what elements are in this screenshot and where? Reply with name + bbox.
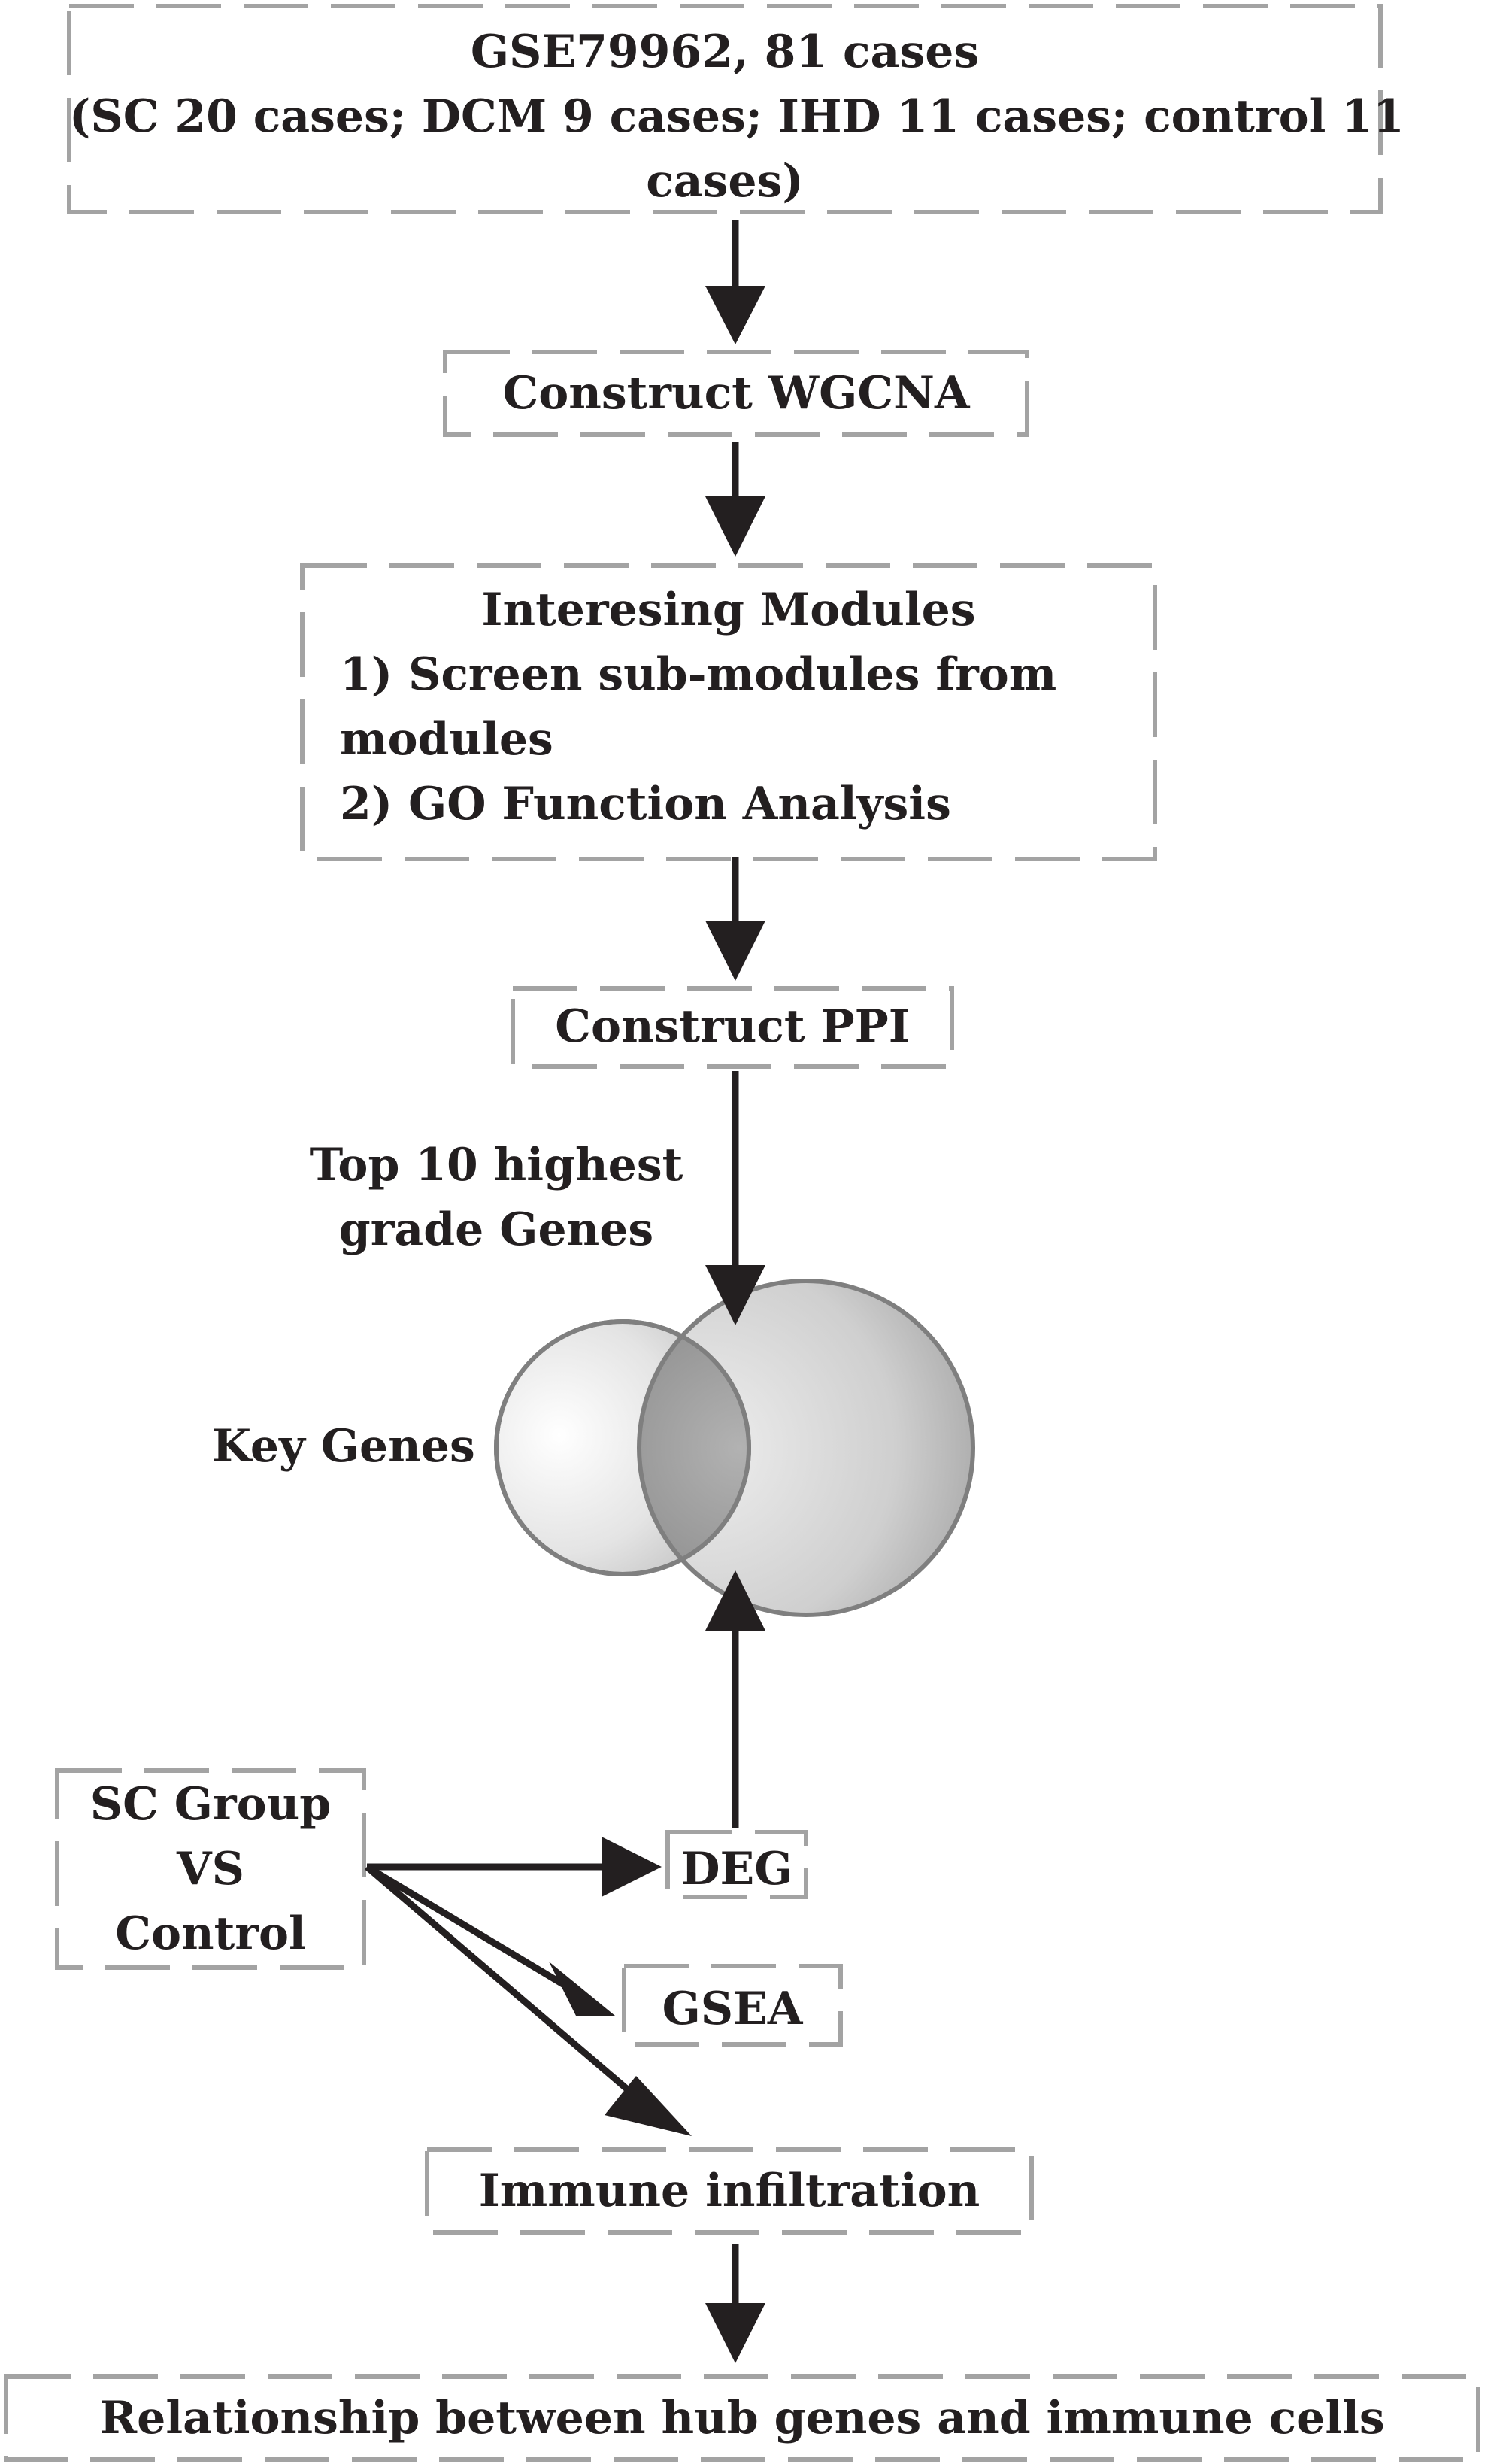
deg-box — [665, 1830, 808, 1899]
top10-label-line2: grade Genes — [338, 1203, 654, 1256]
relationship-label: Relationship between hub genes and immun… — [99, 2392, 1385, 2444]
modules-item-1: 1) Screen sub-modules from — [340, 648, 1057, 701]
wgcna-box — [443, 350, 1029, 437]
gsea-box — [622, 1964, 843, 2047]
key-genes-venn — [494, 1279, 975, 1617]
key-genes-label: Key Genes — [212, 1420, 475, 1473]
arrow-immune-to-relationship — [705, 2244, 765, 2363]
top10-label-line1: Top 10 highest — [309, 1139, 683, 1191]
arrow-comparison-to-immune — [365, 1864, 692, 2136]
arrow-modules-to-ppi — [705, 857, 765, 981]
modules-title: Interesing Modules — [481, 584, 976, 636]
dataset-title: GSE79962, 81 cases — [470, 26, 980, 78]
comparison-line3: Control — [115, 1907, 306, 1960]
dataset-box — [67, 4, 1383, 214]
immune-box — [425, 2147, 1034, 2235]
relationship-box — [4, 2374, 1480, 2462]
modules-item-2: 2) GO Function Analysis — [340, 778, 951, 830]
arrow-comparison-to-deg — [367, 1837, 662, 1897]
arrow-ppi-to-key-genes — [705, 1071, 765, 1325]
arrow-wgcna-to-modules — [705, 442, 765, 557]
comparison-line2: VS — [177, 1843, 244, 1895]
deg-label: DEG — [680, 1843, 793, 1895]
ppi-box — [511, 986, 954, 1069]
arrow-comparison-to-gsea — [365, 1864, 615, 2016]
gsea-label: GSEA — [662, 1983, 803, 2035]
dataset-breakdown: (SC 20 cases; DCM 9 cases; IHD 11 cases;… — [69, 90, 1405, 143]
immune-label: Immune infiltration — [478, 2165, 980, 2217]
arrow-dataset-to-wgcna — [705, 220, 765, 344]
ppi-label: Construct PPI — [555, 1000, 910, 1053]
modules-box — [300, 563, 1157, 861]
comparison-line1: SC Group — [89, 1778, 332, 1831]
arrow-deg-to-key-genes — [705, 1570, 765, 1828]
comparison-box — [55, 1768, 366, 1970]
wgcna-label: Construct WGCNA — [502, 367, 970, 420]
modules-item-1-cont: modules — [340, 713, 553, 766]
dataset-breakdown-end: cases) — [646, 155, 804, 208]
